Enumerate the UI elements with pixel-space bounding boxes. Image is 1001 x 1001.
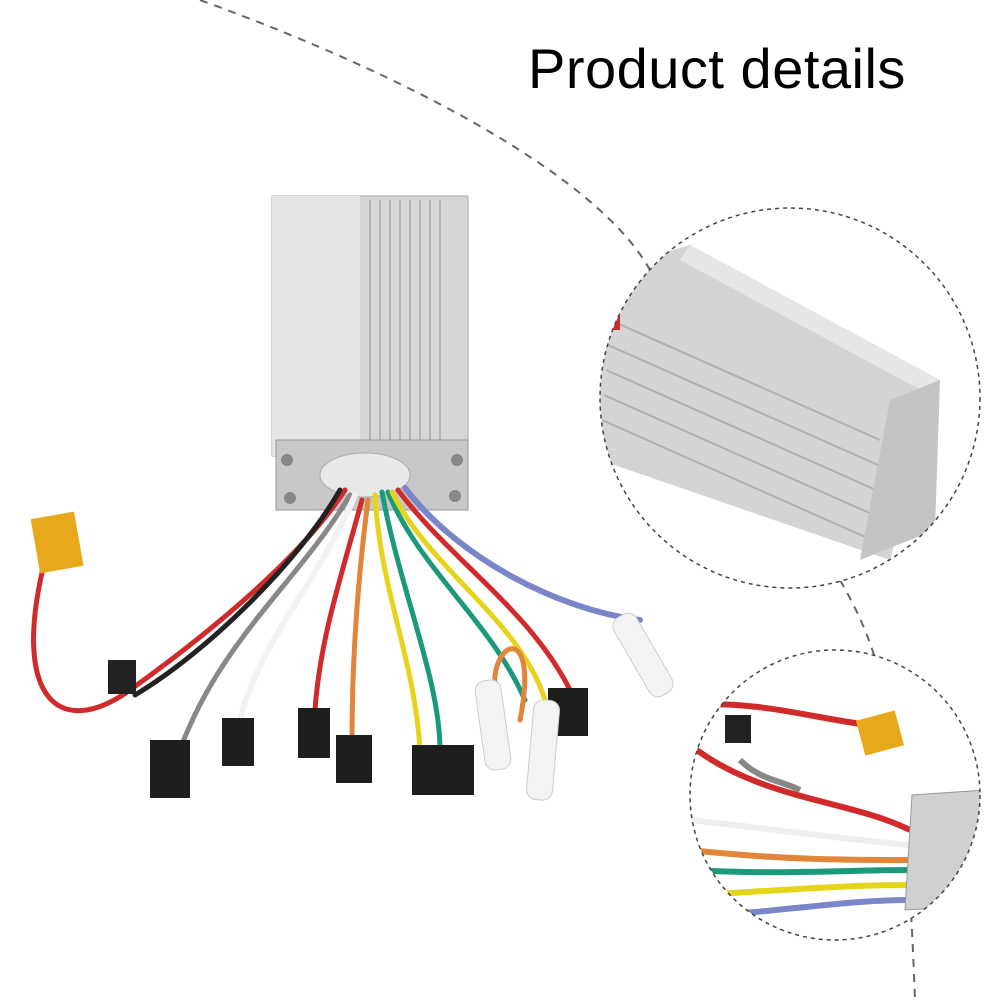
connector-plug xyxy=(108,660,136,694)
connector-plug xyxy=(336,735,372,783)
screw-icon xyxy=(284,492,296,504)
detail-circle-border xyxy=(689,649,981,941)
detail-circle-housing xyxy=(600,208,980,588)
connector-plug xyxy=(298,708,330,758)
connector-plug xyxy=(150,740,190,798)
connector-plug xyxy=(412,745,474,795)
white-plug xyxy=(612,612,674,698)
connector-plug xyxy=(725,715,751,743)
dashed-arc-divider xyxy=(199,0,651,271)
page-title: Product details xyxy=(528,37,906,100)
connectors xyxy=(30,511,674,801)
controller-housing xyxy=(271,195,469,511)
detail-circle-border xyxy=(599,207,981,589)
xt60-connector xyxy=(856,710,904,756)
screw-icon xyxy=(281,454,293,466)
connector-plug xyxy=(222,718,254,766)
xt60-connector xyxy=(30,511,84,574)
white-plug xyxy=(526,699,560,801)
screw-icon xyxy=(449,490,461,502)
detail-circle-wires xyxy=(690,650,980,940)
screw-icon xyxy=(451,454,463,466)
white-plug xyxy=(474,679,512,771)
